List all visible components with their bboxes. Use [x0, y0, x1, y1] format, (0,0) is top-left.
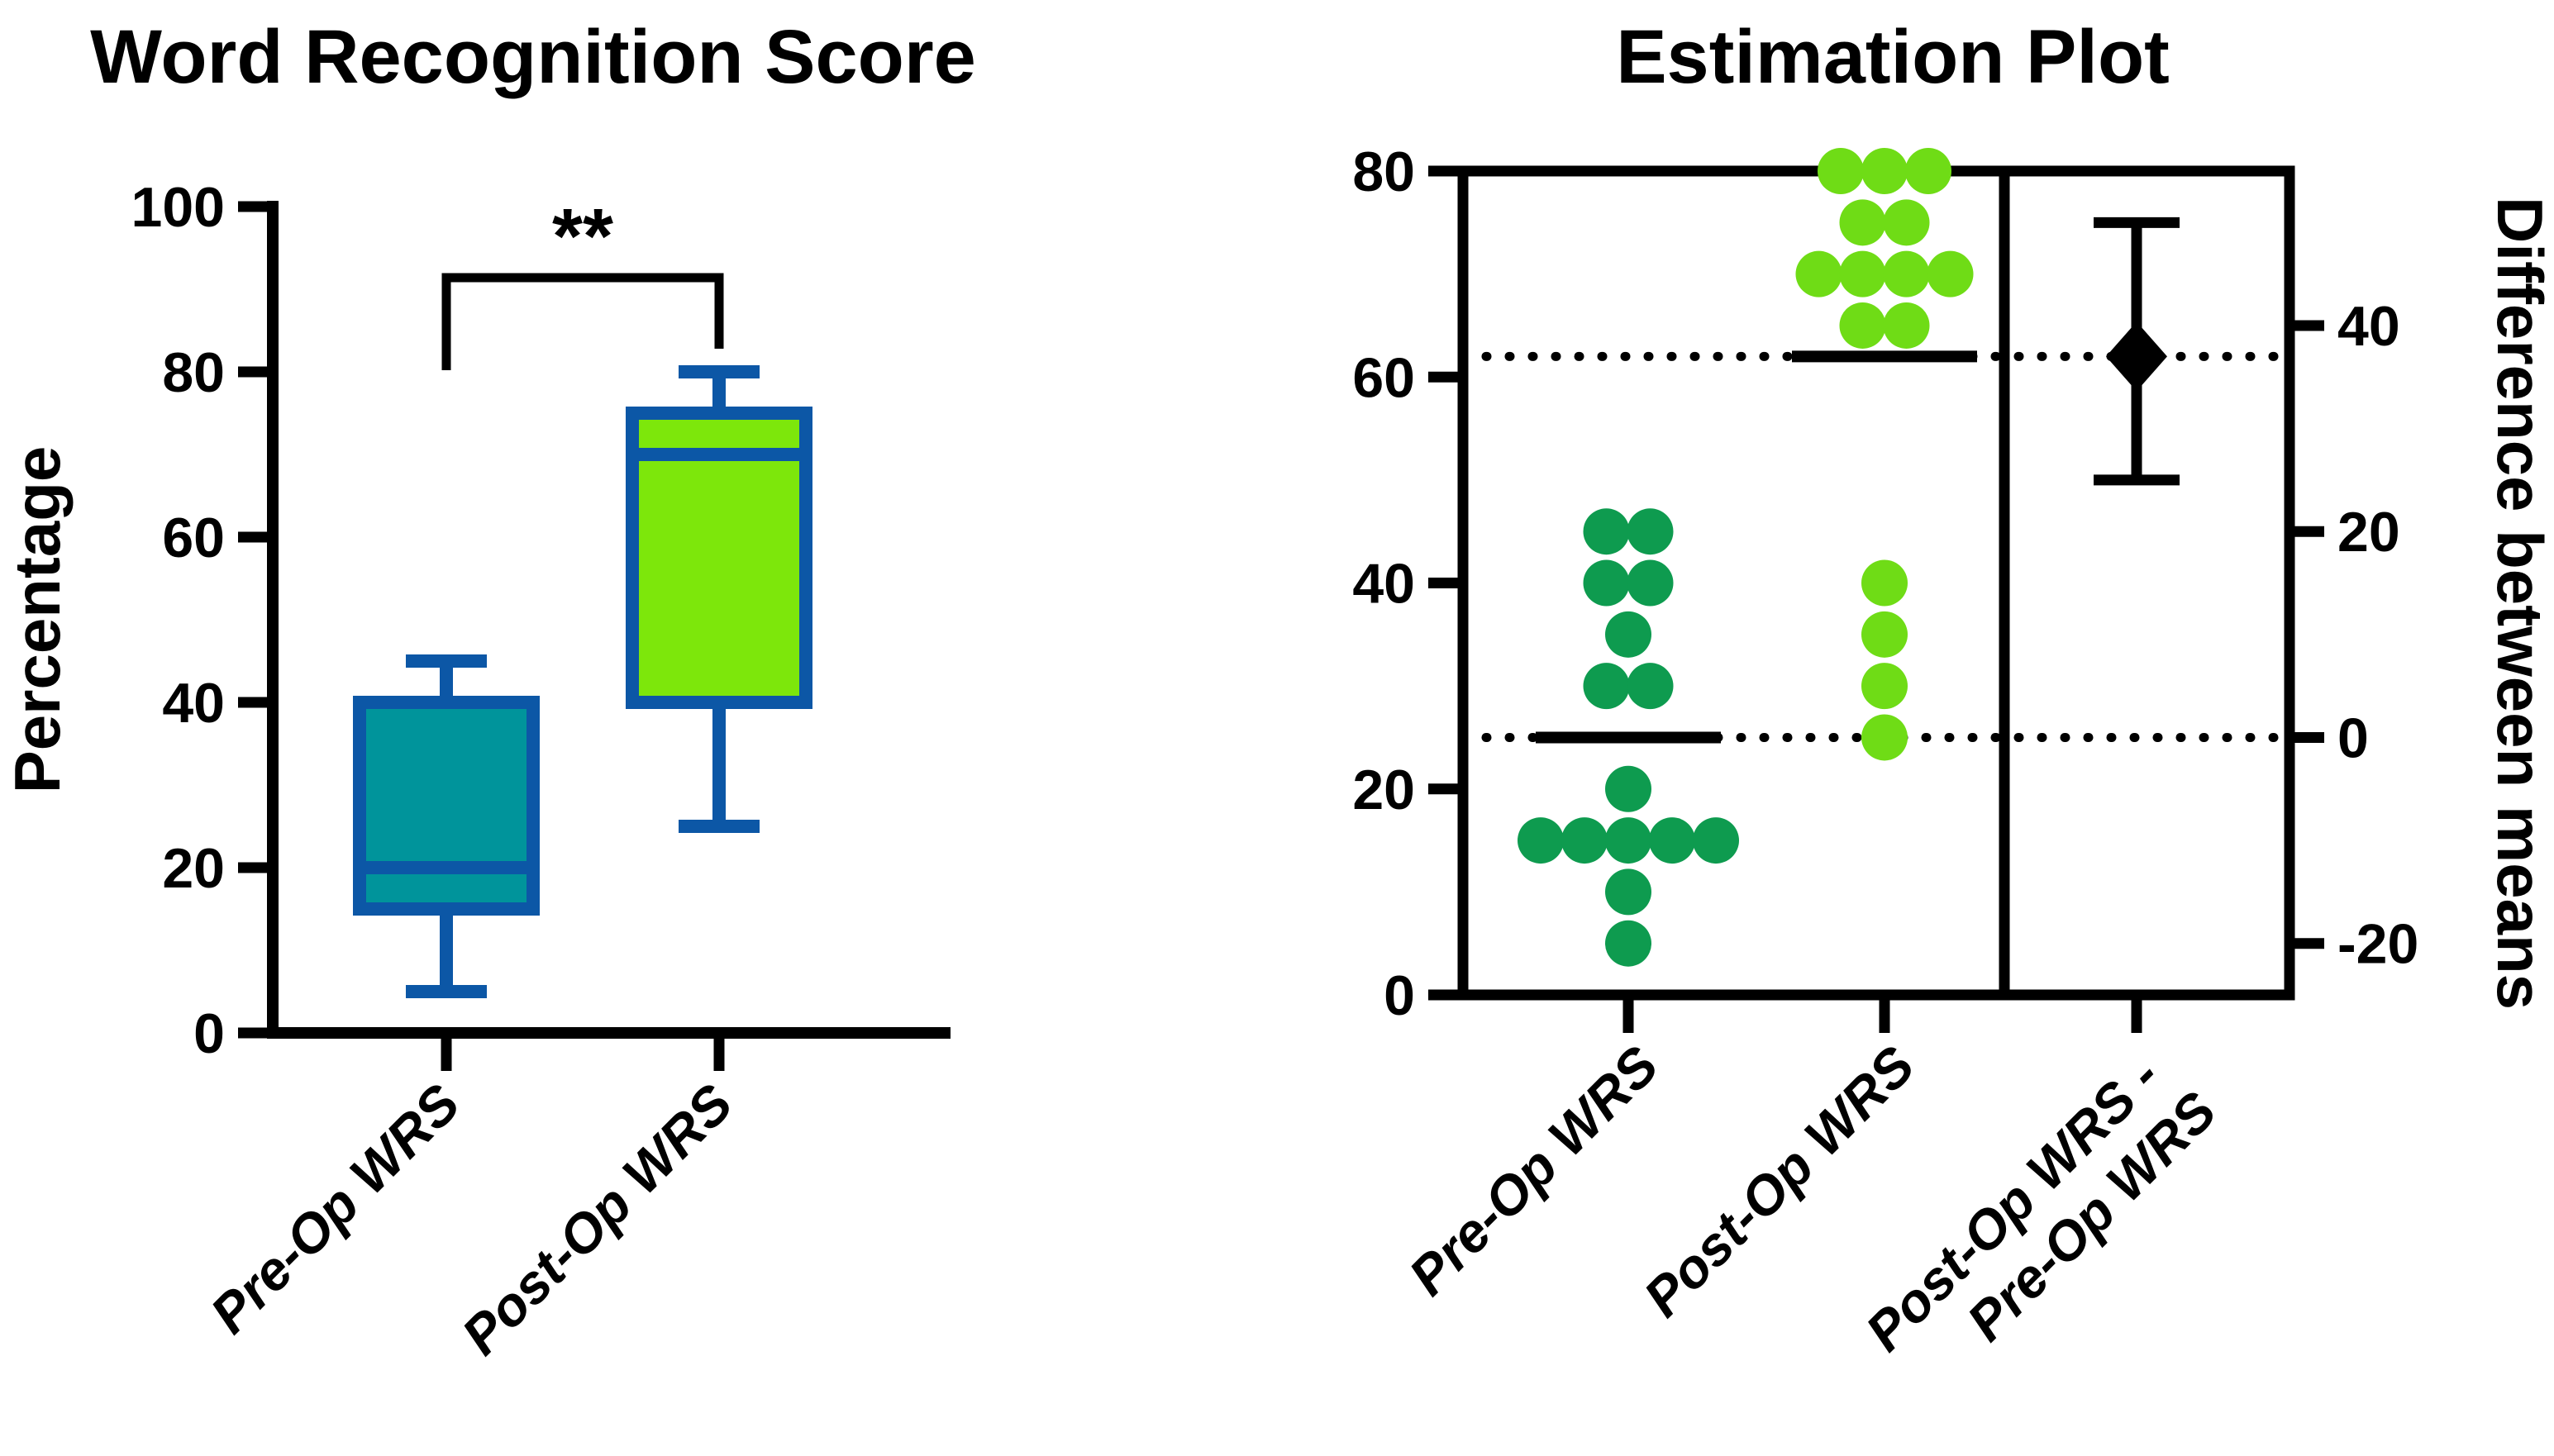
data-dot-pre-op-wrs	[1693, 817, 1739, 864]
left-y-axis-title: Percentage	[1, 446, 74, 794]
data-dot-post-op-wrs	[1795, 250, 1842, 297]
left-xlabel-post-op: Post-Op WRS	[450, 1073, 744, 1367]
data-dot-pre-op-wrs	[1649, 817, 1695, 864]
data-dot-post-op-wrs	[1927, 250, 1974, 297]
data-dot-pre-op-wrs	[1583, 559, 1630, 607]
box-post-op-wrs	[626, 407, 812, 709]
y-tick-label: 100	[131, 176, 225, 239]
data-dot-pre-op-wrs	[1605, 868, 1651, 916]
data-dot-post-op-wrs	[1883, 250, 1930, 297]
data-dot-post-op-wrs	[1861, 663, 1908, 710]
data-dot-pre-op-wrs	[1627, 508, 1674, 555]
left-tick-label: 40	[1352, 553, 1415, 616]
y-tick-label: 0	[193, 1002, 225, 1065]
y-tick-label: 40	[162, 672, 225, 735]
significance-stars: **	[552, 193, 613, 280]
data-dot-pre-op-wrs	[1583, 508, 1630, 555]
data-dot-post-op-wrs	[1861, 714, 1908, 761]
data-dot-pre-op-wrs	[1605, 611, 1651, 658]
right-chart-title: Estimation Plot	[1616, 15, 2170, 99]
data-dot-post-op-wrs	[1883, 302, 1930, 349]
data-dot-post-op-wrs	[1861, 559, 1908, 607]
difference-tick-label: 40	[2337, 295, 2400, 358]
data-dot-pre-op-wrs	[1561, 817, 1608, 864]
left-tick-label: 80	[1352, 140, 1415, 203]
word-recognition-boxplot: 0 20 40 60 80 100	[131, 176, 951, 1071]
difference-tick-label: 0	[2337, 707, 2369, 769]
data-dot-post-op-wrs	[1839, 199, 1886, 246]
data-dot-post-op-wrs	[1818, 148, 1864, 194]
left-tick-label: 0	[1384, 964, 1415, 1027]
data-dot-pre-op-wrs	[1605, 817, 1651, 864]
y-tick-label: 80	[162, 341, 225, 404]
data-dot-post-op-wrs	[1839, 250, 1886, 297]
mean-difference-marker	[2106, 321, 2167, 392]
data-dot-post-op-wrs	[1861, 611, 1908, 658]
left-tick-label: 20	[1352, 759, 1415, 821]
right-xlabel-post-op: Post-Op WRS	[1632, 1035, 1926, 1329]
difference-tick-label: -20	[2337, 913, 2418, 976]
estimation-plot: 0 20 40 60 80 40 20 0 -20	[1352, 140, 2418, 1033]
data-dot-pre-op-wrs	[1627, 559, 1674, 607]
data-dot-pre-op-wrs	[1605, 920, 1651, 967]
box-pre-op-wrs	[353, 696, 540, 916]
difference-tick-label: 20	[2337, 501, 2400, 564]
data-dot-post-op-wrs	[1839, 302, 1886, 349]
data-dot-pre-op-wrs	[1605, 765, 1651, 812]
left-chart-title: Word Recognition Score	[90, 15, 976, 99]
difference-axis-title: Difference between means	[2484, 197, 2554, 1010]
data-dot-pre-op-wrs	[1583, 663, 1630, 710]
data-dot-pre-op-wrs	[1627, 663, 1674, 710]
significance-bracket	[441, 273, 724, 370]
data-dot-post-op-wrs	[1861, 148, 1908, 194]
y-tick-label: 20	[162, 837, 225, 900]
data-dot-post-op-wrs	[1905, 148, 1951, 194]
y-tick-label: 60	[162, 507, 225, 569]
data-dot-pre-op-wrs	[1518, 817, 1564, 864]
right-xlabel-pre-op: Pre-Op WRS	[1397, 1035, 1670, 1307]
left-xlabel-pre-op: Pre-Op WRS	[198, 1073, 471, 1345]
left-tick-label: 60	[1352, 346, 1415, 409]
data-dot-post-op-wrs	[1883, 199, 1930, 246]
